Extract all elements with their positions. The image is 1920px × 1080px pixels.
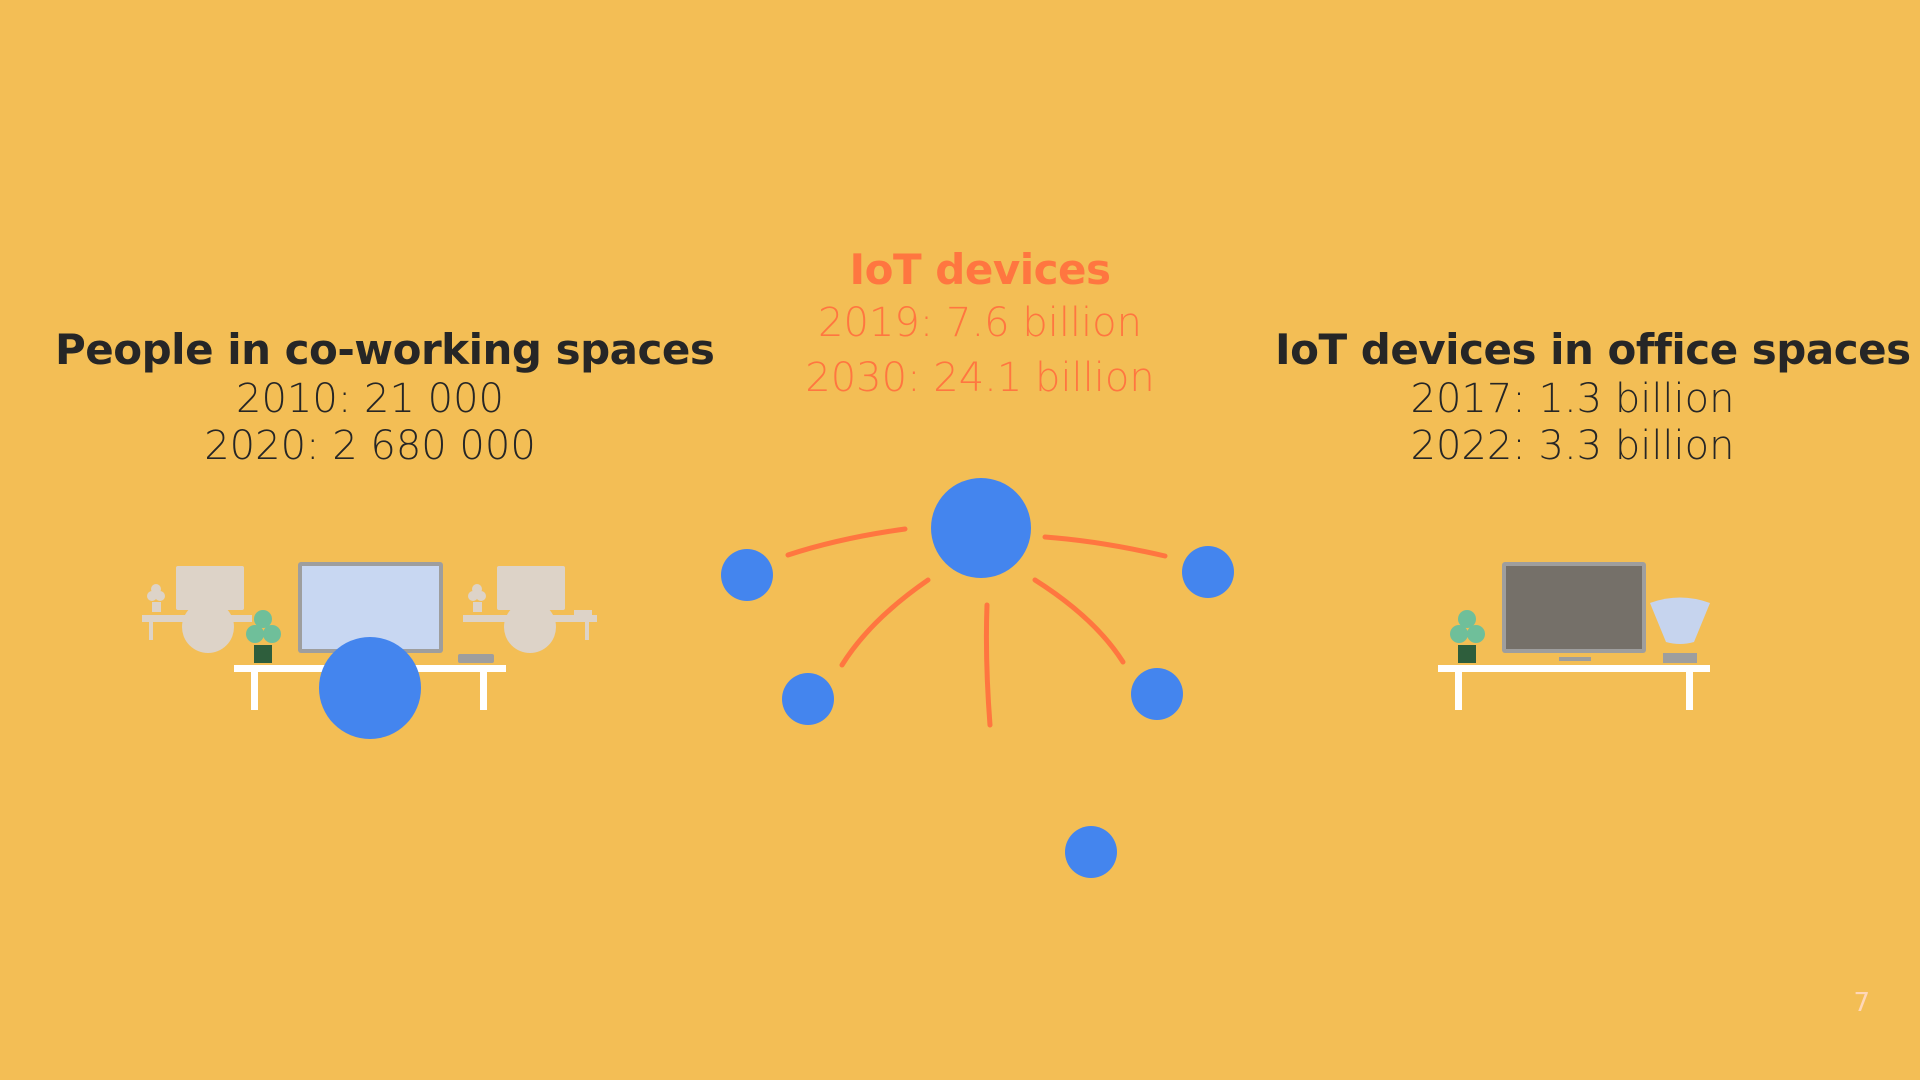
desk-lamp-icon: [1650, 597, 1710, 663]
coworking-title: People in co-working spaces: [55, 325, 715, 374]
iot-stat-2019: 2019: 7.6 billion: [818, 300, 1142, 346]
device-node: [1065, 826, 1117, 878]
side-desk-right: [463, 566, 597, 653]
page-number: 7: [1853, 988, 1870, 1018]
device-node: [782, 673, 834, 725]
coworking-desk-illustration: [142, 562, 597, 739]
office-desk-illustration: [1438, 562, 1710, 710]
iot-network-diagram: [721, 478, 1234, 878]
main-desk: [234, 562, 506, 710]
person-node: [319, 637, 421, 739]
iot-stats: IoT devices 2019: 7.6 billion 2030: 24.1…: [750, 244, 1210, 406]
coworking-stat-2010: 2010: 21 000: [236, 376, 504, 422]
hub-node: [931, 478, 1031, 578]
office-iot-stat-2017: 2017: 1.3 billion: [1410, 376, 1735, 422]
device-node: [1182, 546, 1234, 598]
side-desk-left: [142, 566, 252, 653]
coworking-stats: People in co-working spaces 2010: 21 000…: [55, 324, 715, 470]
iot-stat-2030: 2030: 24.1 billion: [805, 355, 1155, 401]
network-links: [785, 526, 1168, 728]
iot-title: IoT devices: [849, 245, 1111, 294]
office-iot-stat-2022: 2022: 3.3 billion: [1410, 423, 1735, 469]
office-iot-title: IoT devices in office spaces: [1275, 325, 1911, 374]
office-iot-stats: IoT devices in office spaces 2017: 1.3 b…: [1275, 324, 1911, 470]
coworking-stat-2020: 2020: 2 680 000: [204, 423, 536, 469]
device-node: [721, 549, 773, 601]
device-node: [1131, 668, 1183, 720]
